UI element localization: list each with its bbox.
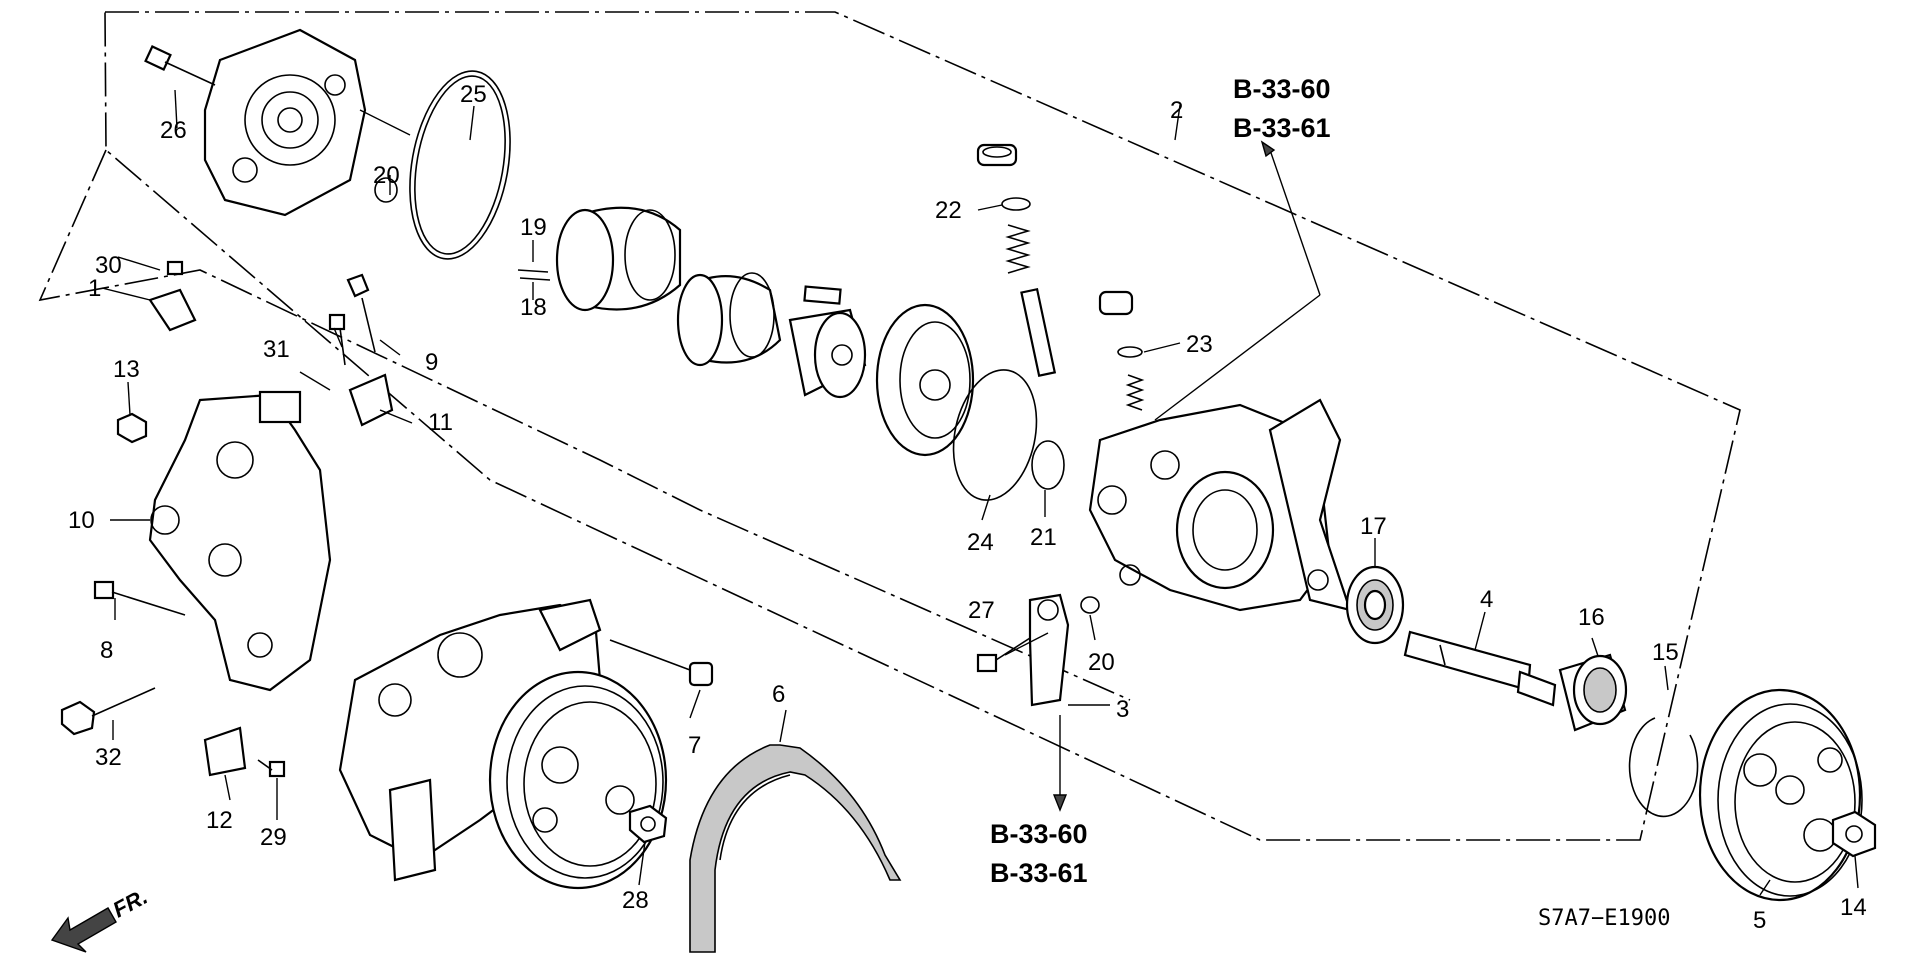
callout-20a: 20: [373, 162, 400, 189]
assembled-pump: [338, 598, 668, 890]
callout-17: 17: [1360, 513, 1387, 540]
callout-20b: 20: [1088, 649, 1115, 676]
o-ring-20-joint: [1080, 596, 1100, 614]
pump-cover: [203, 28, 411, 217]
callout-10: 10: [68, 507, 95, 534]
ref-arrow-bottom: [1052, 715, 1068, 812]
callout-26: 26: [160, 117, 187, 144]
callout-8: 8: [100, 637, 113, 664]
front-direction-arrow-icon: [50, 907, 117, 953]
callout-29: 29: [260, 824, 287, 851]
callout-32: 32: [95, 744, 122, 771]
callout-27: 27: [968, 597, 995, 624]
o-ring-22: [1001, 197, 1031, 211]
bolt-27: [976, 637, 1031, 673]
bolt-32: [60, 687, 156, 736]
plate-12: [203, 726, 286, 778]
callout-11: 11: [428, 409, 453, 436]
callout-14: 14: [1840, 894, 1867, 921]
ref-top-line1: B-33-60: [1233, 74, 1331, 104]
callout-13: 13: [113, 356, 140, 383]
callout-24: 24: [967, 529, 994, 556]
callout-1: 1: [88, 275, 101, 302]
pressure-plate: [875, 303, 975, 457]
o-ring-21: [1031, 440, 1065, 490]
callout-6: 6: [772, 681, 785, 708]
assembly-outline-bracket: [38, 149, 1131, 701]
shaft-4: [1403, 630, 1557, 707]
ref-top-line2: B-33-61: [1233, 113, 1331, 143]
assembly-outline-pump: [104, 11, 1741, 841]
plug-23: [1098, 290, 1145, 411]
bolt-9: [346, 273, 376, 353]
belt-6: [689, 744, 902, 953]
pump-body: [1088, 398, 1352, 612]
callout-15: 15: [1652, 639, 1679, 666]
snap-ring-15: [1628, 717, 1699, 818]
bearing-17: [1345, 565, 1405, 645]
bolt-8: [93, 580, 186, 616]
cam-ring: [555, 206, 682, 312]
o-ring-23: [1117, 346, 1143, 358]
callout-3: 3: [1116, 696, 1129, 723]
callout-22: 22: [935, 197, 962, 224]
nut-14: [1831, 810, 1877, 858]
bearing-16: [1558, 653, 1628, 732]
plate-11: [348, 373, 394, 427]
bracket-plate-1: [148, 260, 197, 332]
pins-18-19: [517, 269, 551, 281]
callout-25: 25: [460, 81, 487, 108]
vane: [803, 285, 842, 305]
nut-28: [628, 804, 668, 844]
callout-18: 18: [520, 294, 547, 321]
bolt-31: [328, 313, 346, 366]
callout-9: 9: [425, 349, 438, 376]
callout-21: 21: [1030, 524, 1057, 551]
diagram-code: S7A7−E1900: [1538, 906, 1670, 931]
pulley-5: [1698, 688, 1863, 902]
callout-28: 28: [622, 887, 649, 914]
ref-bottom-line2: B-33-61: [990, 858, 1088, 888]
side-plate: [676, 272, 782, 367]
leader-lines: [101, 89, 1859, 896]
callout-numbers: 1 2 3 4 5 6 7 8 9 10 11 12 13 14 15 16 1…: [68, 81, 1867, 934]
outlet-joint-3: [1028, 593, 1100, 707]
callout-31: 31: [263, 336, 290, 363]
bolt-7: [609, 639, 714, 687]
callout-16: 16: [1578, 604, 1605, 631]
ref-arrow-top: [1154, 140, 1321, 421]
rotor: [788, 308, 867, 399]
callout-4: 4: [1480, 586, 1493, 613]
o-ring-25-inner: [414, 75, 506, 255]
callout-19: 19: [520, 214, 547, 241]
nut-13: [116, 412, 148, 444]
direction-label: FR.: [109, 884, 152, 923]
o-ring-20-top: [374, 177, 398, 203]
ref-bottom-line1: B-33-60: [990, 819, 1088, 849]
callout-2: 2: [1170, 97, 1183, 124]
callout-12: 12: [206, 807, 233, 834]
spring-and-valve: [1005, 224, 1057, 378]
o-ring-25: [409, 70, 511, 260]
callout-7: 7: [688, 732, 701, 759]
bracket-10: [148, 390, 332, 692]
o-ring-24: [952, 369, 1038, 501]
bolt-26: [144, 45, 216, 86]
callout-5: 5: [1753, 907, 1766, 934]
callout-23: 23: [1186, 331, 1213, 358]
callout-30: 30: [95, 252, 122, 279]
plug-22: [976, 143, 1031, 211]
